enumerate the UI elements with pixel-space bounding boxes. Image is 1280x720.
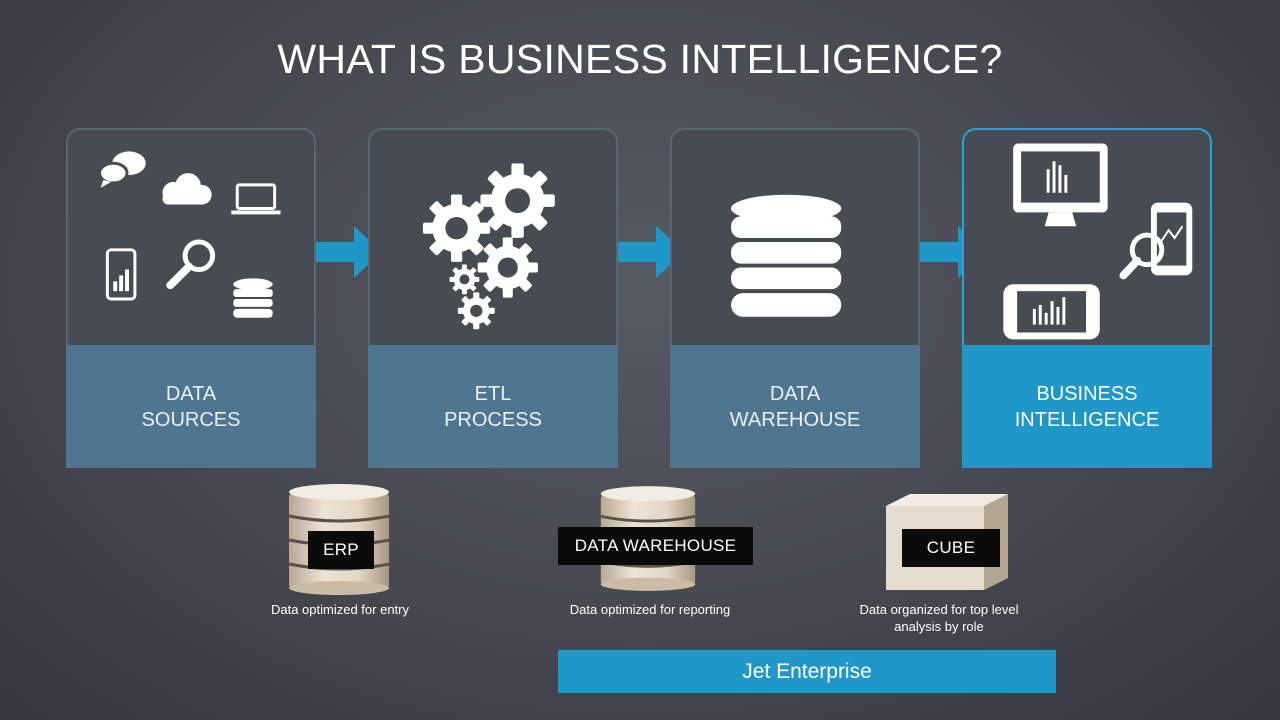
gears-icon: [422, 163, 555, 330]
stage-label-line1: DATA: [769, 382, 821, 405]
erp-caption: Data optimized for entry: [270, 602, 409, 617]
cube-caption: Data organized for top level analysis by…: [829, 601, 1049, 635]
jet-enterprise-banner: Jet Enterprise: [558, 650, 1056, 693]
stage-label: ETL PROCESS: [368, 345, 618, 468]
data-warehouse-caption: Data optimized for reporting: [569, 602, 731, 617]
data-sources-icons: [98, 151, 281, 318]
stage-business-intelligence: BUSINESS INTELLIGENCE: [962, 128, 1212, 468]
tablet-chart-icon: [1003, 284, 1100, 340]
stage-data-sources: DATA SOURCES: [66, 128, 316, 468]
data-warehouse-tag: DATA WAREHOUSE: [558, 527, 753, 565]
stage-label-line2: SOURCES: [141, 408, 241, 431]
stage-label-line2: INTELLIGENCE: [1014, 408, 1160, 431]
phone-analytics-icon: [1119, 202, 1193, 280]
cube-caption-line1: Data organized for top level: [859, 602, 1019, 617]
cube-caption-line2: analysis by role: [894, 619, 984, 634]
erp-tag: ERP: [308, 531, 374, 569]
stage-data-warehouse: DATA WAREHOUSE: [670, 128, 920, 468]
stage-label-line1: DATA: [165, 382, 217, 405]
stage-label-line1: BUSINESS: [1036, 382, 1138, 405]
cube-tag: CUBE: [902, 529, 1000, 567]
cloud-icon: [162, 173, 212, 205]
stage-label: DATA WAREHOUSE: [670, 345, 920, 468]
arrow-right-icon: [316, 226, 382, 278]
database-icon: [233, 278, 273, 318]
bi-devices-icons: [1003, 143, 1193, 340]
stage-etl-process: ETL PROCESS: [368, 128, 618, 468]
chat-bubbles-icon: [98, 151, 146, 188]
stage-label-line2: WAREHOUSE: [729, 408, 861, 431]
monitor-chart-icon: [1013, 143, 1108, 227]
stage-label-line2: PROCESS: [444, 408, 542, 431]
stage-label-line1: ETL: [474, 382, 512, 405]
laptop-icon: [231, 183, 281, 215]
smartphone-icon: [105, 248, 137, 301]
database-icon: [731, 194, 842, 317]
magnifier-icon: [166, 239, 216, 290]
stage-label: BUSINESS INTELLIGENCE: [962, 345, 1212, 468]
stage-label: DATA SOURCES: [66, 345, 316, 468]
page-title: WHAT IS BUSINESS INTELLIGENCE?: [277, 36, 1003, 82]
arrow-right-icon: [618, 226, 684, 278]
